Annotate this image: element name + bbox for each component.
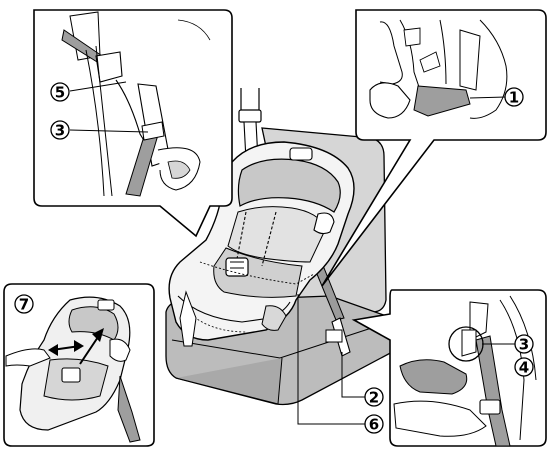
callout-3-right-label: 3 [519,336,529,354]
callout-1: 1 [505,88,523,107]
inset-top-left: 5 3 [34,10,232,236]
callout-7-label: 7 [19,296,29,314]
callout-5: 5 [51,83,69,102]
callout-3-top: 3 [51,121,69,140]
callout-6: 6 [365,415,383,434]
callout-6-label: 6 [369,416,379,434]
callout-5-label: 5 [55,84,65,102]
inset-bottom-left: 7 [4,284,154,446]
callout-3-top-label: 3 [55,122,65,140]
callout-4-label: 4 [519,359,529,377]
harness-buckle [226,258,248,276]
callout-1-label: 1 [509,89,519,107]
callout-2: 2 [365,388,383,407]
callout-2-label: 2 [369,389,379,407]
callout-4: 4 [515,358,533,377]
callout-3-right: 3 [515,335,533,354]
child-seat-handle [290,148,312,160]
callout-7: 7 [15,295,33,314]
